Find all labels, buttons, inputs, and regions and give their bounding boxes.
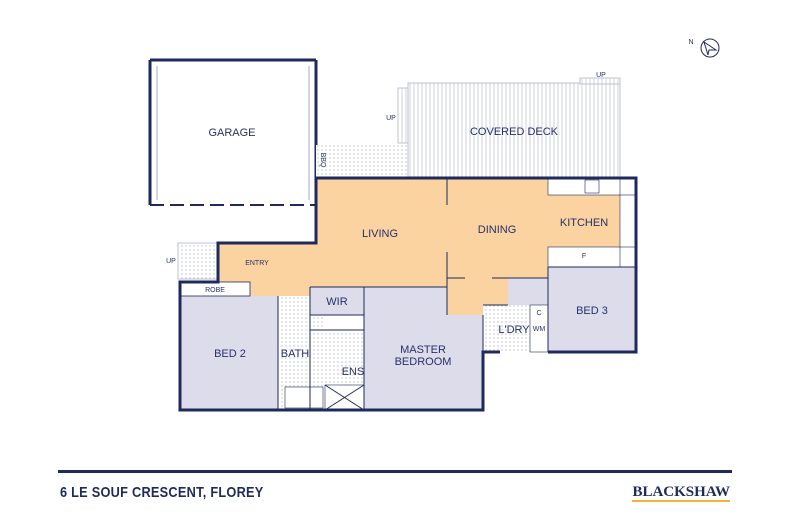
living-area: [218, 178, 620, 315]
bathtub-icon: [284, 386, 324, 409]
cooktop-icon: [584, 179, 600, 194]
deck-up-label: UP: [596, 72, 606, 79]
dining-label: DINING: [478, 224, 517, 236]
ens-label: ENS: [342, 366, 365, 378]
entry-up-label: UP: [166, 258, 176, 265]
living-label: LIVING: [362, 228, 398, 240]
footer-divider: [58, 470, 732, 473]
deck-stairs: [579, 77, 621, 85]
garage-label: GARAGE: [208, 127, 255, 139]
patio-up-label: UP: [386, 115, 396, 122]
bed3-label: BED 3: [576, 305, 608, 317]
master-bedroom-label-2: BEDROOM: [395, 356, 452, 368]
bath-label: BATH: [281, 348, 310, 360]
patio: [316, 145, 408, 178]
covered-deck: [407, 82, 621, 179]
garage: [148, 58, 318, 206]
master-bedroom: [364, 287, 483, 410]
master-bedroom-label: MASTER: [400, 344, 446, 356]
bbq-label: BBQ: [319, 153, 326, 168]
north-arrow-icon: N: [688, 38, 720, 58]
walls: [178, 176, 638, 412]
entry-steps: [177, 242, 219, 280]
bed2: [180, 296, 278, 410]
bed2-label: BED 2: [214, 348, 246, 360]
covered-deck-label: COVERED DECK: [470, 126, 559, 138]
north-label: N: [688, 39, 693, 46]
washing-machine-label: WM: [533, 326, 546, 333]
shower-icon: [324, 384, 365, 411]
entry-label: ENTRY: [245, 260, 269, 267]
laundry-label: L'DRY: [498, 324, 530, 336]
kitchen-sink-bench: [619, 194, 637, 248]
deck-stairs: [397, 87, 409, 144]
kitchen-label: KITCHEN: [560, 217, 608, 229]
robe-label: ROBE: [205, 287, 225, 294]
cupboard-label: C: [536, 310, 541, 317]
kitchen-bench: [547, 177, 621, 196]
wir: [310, 287, 364, 315]
wir-label: WIR: [326, 296, 347, 308]
brand-logo: BLACKSHAW: [632, 484, 730, 502]
bed3: [508, 267, 636, 352]
property-address: 6 LE SOUF CRESCENT, FLOREY: [60, 484, 264, 501]
fridge-label: F: [582, 253, 586, 260]
